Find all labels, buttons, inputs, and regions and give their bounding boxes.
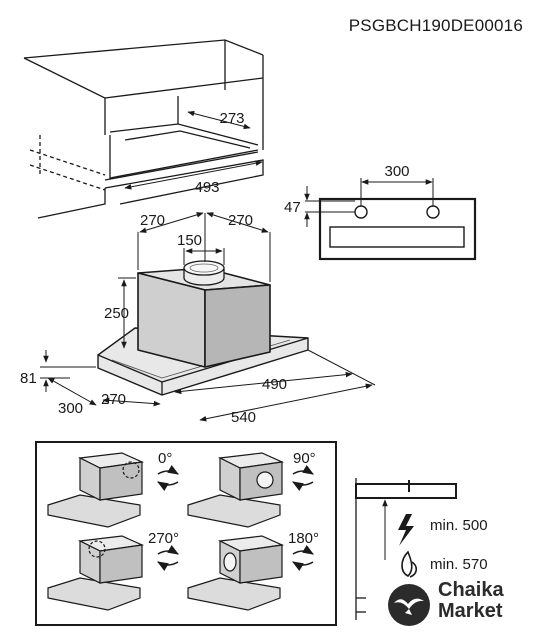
mounting-plate-drawing xyxy=(304,178,477,261)
motor-height-label: 250 xyxy=(104,305,129,322)
seagull-logo-icon xyxy=(388,584,430,626)
hood-width-right-label: 270 xyxy=(228,212,253,229)
rotate-arrow-icon xyxy=(292,464,314,492)
duct-diameter-label: 150 xyxy=(177,232,202,249)
electric-icon xyxy=(398,514,414,546)
logo-text: Chaika Market xyxy=(438,580,504,622)
gas-flame-icon xyxy=(401,550,418,578)
chaika-market-logo: Chaika Market xyxy=(386,578,536,634)
rotation-cell-90 xyxy=(187,452,285,528)
cabinet-depth-label: 273 xyxy=(219,110,244,127)
side-depth-label: 300 xyxy=(58,400,83,417)
rotation-cell-180 xyxy=(187,535,285,611)
logo-line-2: Market xyxy=(438,600,503,622)
rotate-arrow-icon xyxy=(157,464,179,492)
cabinet-drawing xyxy=(23,39,264,219)
angle-270-label: 270° xyxy=(148,530,179,547)
hole-offset-label: 47 xyxy=(284,199,301,216)
electric-min-label: min. 500 xyxy=(430,517,488,534)
rotation-cell-0 xyxy=(47,452,145,528)
hood-dimensions xyxy=(40,212,376,422)
total-width-label: 540 xyxy=(231,409,256,426)
angle-180-label: 180° xyxy=(288,530,319,547)
cabinet-width-label: 493 xyxy=(194,179,219,196)
rotate-arrow-icon xyxy=(157,544,179,572)
logo-line-1: Chaika xyxy=(438,579,504,601)
frame-height-label: 81 xyxy=(20,370,37,387)
clearance-drawing xyxy=(355,478,457,620)
hole-spacing-label: 300 xyxy=(384,163,409,180)
document-code: PSGBCH190DE00016 xyxy=(348,16,523,35)
gas-min-label: min. 570 xyxy=(430,556,488,573)
rotate-arrow-icon xyxy=(292,544,314,572)
angle-90-label: 90° xyxy=(293,450,316,467)
hood-width-left-label: 270 xyxy=(140,212,165,229)
angle-0-label: 0° xyxy=(158,450,172,467)
rotation-panel xyxy=(35,441,337,626)
rotation-cell-270 xyxy=(47,535,145,611)
front-depth-label: 270 xyxy=(101,391,126,408)
body-width-label: 490 xyxy=(262,376,287,393)
hood-drawing xyxy=(97,260,309,396)
